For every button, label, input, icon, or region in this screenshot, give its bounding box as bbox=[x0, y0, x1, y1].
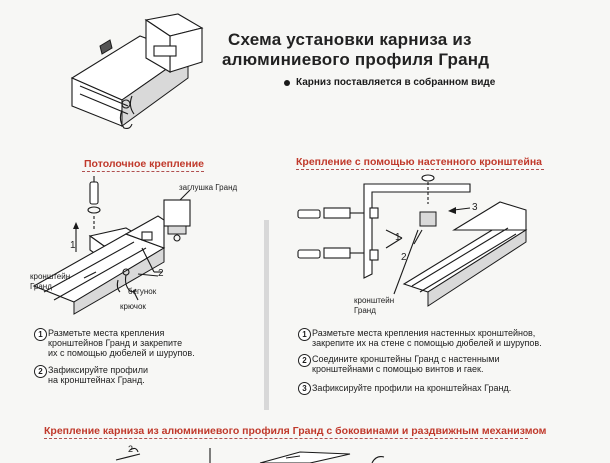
subtitle: Карниз поставляется в собранном виде bbox=[296, 77, 496, 88]
ceiling-step-2-line-1: Зафиксируйте профили bbox=[48, 365, 148, 375]
ceiling-runner-label: бегунок bbox=[128, 287, 157, 296]
ceiling-step-1-line-2: кронштейнов Гранд и закрепите bbox=[48, 338, 183, 348]
wall-num3-label: 3 bbox=[472, 202, 478, 213]
ceiling-step-1-line-3: их с помощью дюбелей и шурупов. bbox=[48, 348, 195, 358]
wall-step-3-line-1: Зафиксируйте профили на кронштейнах Гран… bbox=[312, 383, 512, 393]
title-line-1: Схема установки карниза из bbox=[228, 30, 472, 49]
ceiling-title-underline bbox=[82, 171, 204, 172]
wall-num1-label: 1 bbox=[395, 232, 401, 243]
wall-title-underline bbox=[296, 169, 544, 170]
bottom-partial-diagram bbox=[115, 447, 385, 463]
ceiling-bracket-label-1: кронштейн bbox=[30, 272, 71, 281]
wall-step-2-line-1: Соедините кронштейны Гранд с настенными bbox=[312, 354, 500, 364]
wall-step-3-number: 3 bbox=[298, 382, 311, 395]
wall-mount-diagram bbox=[297, 174, 528, 307]
ceiling-mount-diagram bbox=[32, 176, 191, 315]
ceiling-bracket-label-2: Гранд bbox=[30, 282, 52, 291]
section-divider bbox=[264, 220, 269, 410]
ceiling-section-title: Потолочное крепление bbox=[84, 158, 205, 170]
wall-num2-label: 2 bbox=[401, 252, 407, 263]
wall-bracket-label-2: Гранд bbox=[354, 306, 376, 315]
ceiling-num2-label: 2 bbox=[158, 268, 164, 279]
wall-step-1-line-2: закрепите их на стене с помощью дюбелей … bbox=[312, 338, 542, 348]
title-line-2: алюминиевого профиля Гранд bbox=[222, 50, 490, 69]
wall-section-title: Крепление с помощью настенного кронштейн… bbox=[296, 156, 543, 168]
ceiling-hook-label: крючок bbox=[120, 302, 146, 311]
ceiling-num1-label: 1 bbox=[70, 240, 76, 251]
subtitle-bullet-icon bbox=[284, 80, 290, 86]
ceiling-plug-label: заглушка Гранд bbox=[179, 183, 238, 192]
wall-step-2-line-2: кронштейнами с помощью винтов и гаек. bbox=[312, 364, 484, 374]
wall-step-1-line-1: Разметьте места крепления настенных крон… bbox=[312, 328, 536, 338]
ceiling-step-1-line-1: Разметьте места крепления bbox=[48, 328, 165, 338]
bottom-num2-label: 2 bbox=[128, 444, 134, 454]
header-profile-illustration bbox=[70, 13, 204, 130]
ceiling-step-2-number: 2 bbox=[34, 365, 47, 378]
bottom-title-underline bbox=[44, 438, 528, 439]
ceiling-step-2-line-2: на кронштейнах Гранд. bbox=[48, 375, 145, 385]
wall-bracket-label-1: кронштейн bbox=[354, 296, 395, 305]
wall-step-1-number: 1 bbox=[298, 328, 311, 341]
bottom-section-title: Крепление карниза из алюминиевого профил… bbox=[44, 425, 547, 437]
wall-step-2-number: 2 bbox=[298, 354, 311, 367]
ceiling-step-1-number: 1 bbox=[34, 328, 47, 341]
